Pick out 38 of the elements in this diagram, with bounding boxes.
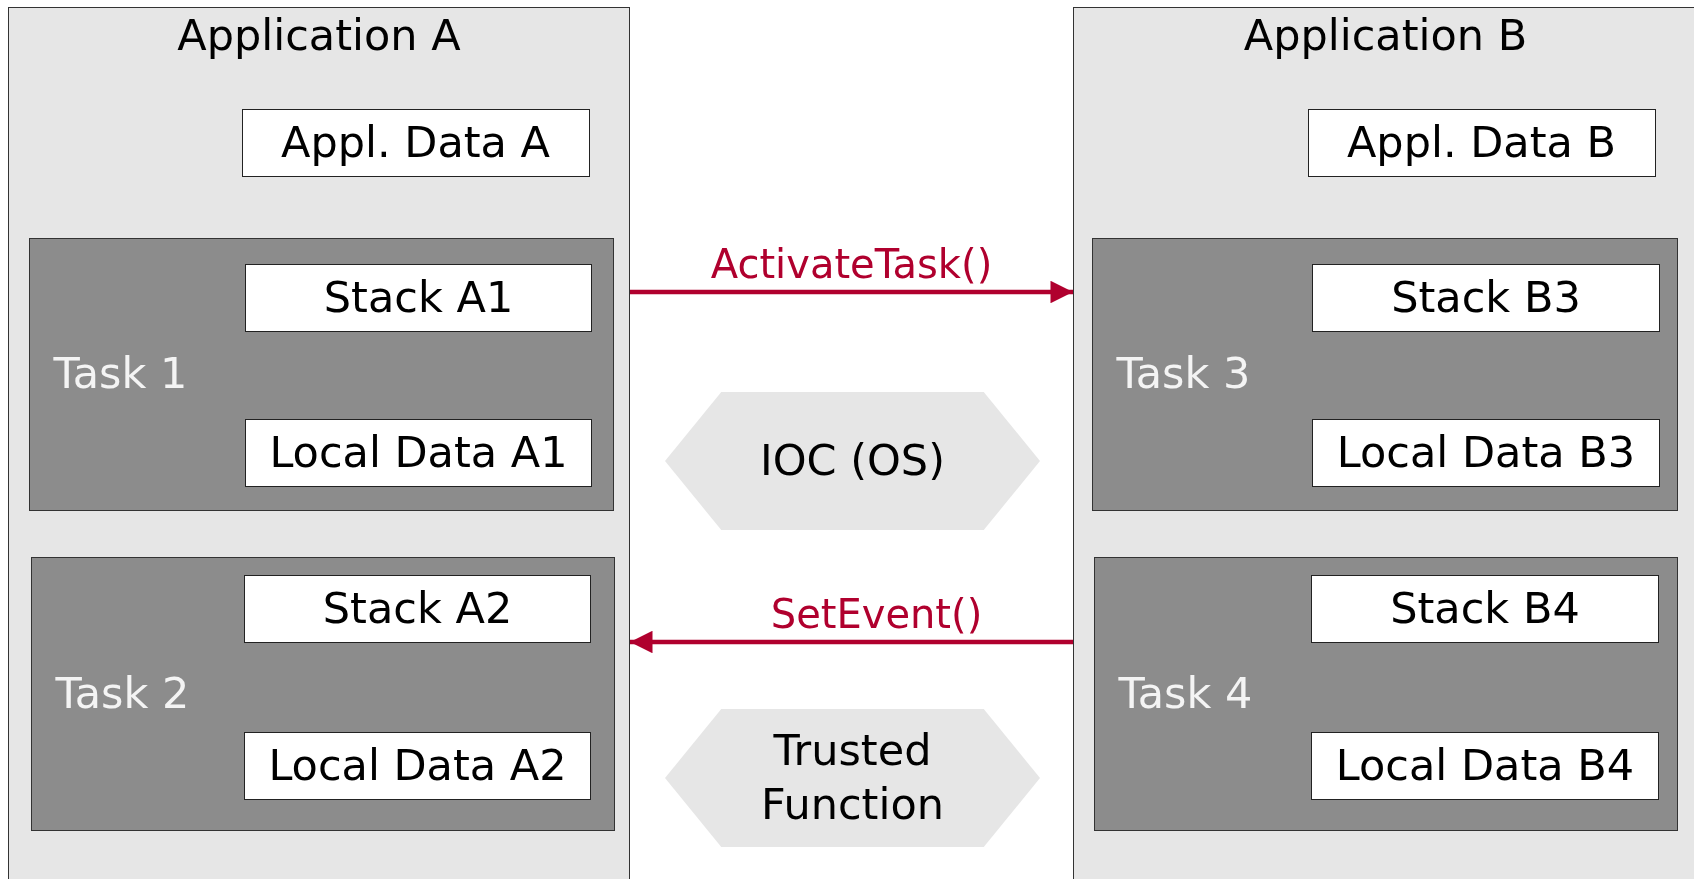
box-label: Stack A1 — [323, 272, 514, 324]
task-label: Task 1 — [53, 348, 188, 400]
data-box — [1307, 108, 1656, 177]
task-label: Task 3 — [1116, 348, 1251, 400]
task-label: Task 4 — [1118, 667, 1253, 720]
box-label: Appl. Data A — [281, 116, 550, 169]
box-label: IOC (OS) — [759, 434, 946, 488]
box-label: Appl. Data B — [1346, 116, 1617, 169]
panel-title: Application B — [1243, 10, 1528, 62]
box-label: Local Data B3 — [1336, 427, 1636, 479]
data-box — [245, 419, 592, 487]
hexagon-shape — [665, 392, 1040, 530]
data-box — [1312, 264, 1660, 332]
box-label: Stack A2 — [322, 583, 513, 635]
data-box — [1311, 732, 1659, 800]
box-label: Local Data A1 — [269, 427, 568, 479]
data-box — [244, 732, 591, 800]
application-panel — [1073, 7, 1694, 879]
task-panel — [28, 237, 614, 511]
box-label: Local Data B4 — [1335, 740, 1635, 792]
data-box — [244, 575, 591, 643]
task-panel — [1091, 237, 1678, 511]
box-label: Stack B4 — [1390, 583, 1580, 635]
data-box — [1311, 575, 1659, 643]
data-box — [241, 108, 590, 177]
hexagon-shape — [665, 709, 1040, 847]
box-label: Local Data A2 — [268, 740, 567, 792]
arrow — [630, 630, 1073, 654]
task-label: Task 2 — [55, 667, 190, 720]
box-label: Trusted Function — [760, 724, 945, 831]
task-panel — [1093, 556, 1678, 831]
panel-title: Application A — [177, 10, 461, 62]
application-panel — [8, 7, 630, 879]
arrow — [630, 280, 1073, 304]
data-box — [1312, 419, 1660, 487]
data-box — [245, 264, 592, 332]
box-label: Stack B3 — [1391, 272, 1581, 324]
task-panel — [30, 556, 615, 831]
